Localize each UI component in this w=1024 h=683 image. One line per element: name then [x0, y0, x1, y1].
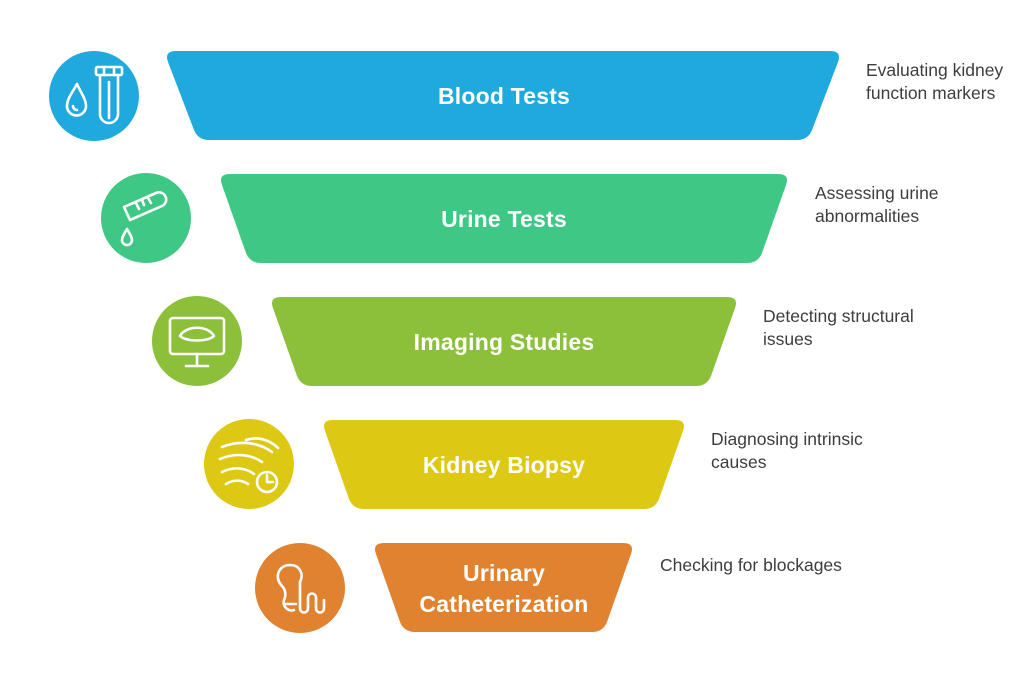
- stage-description-blood-tests: Evaluating kidney function markers: [866, 60, 1004, 103]
- stage-blood-tests: Blood Tests: [49, 51, 839, 141]
- ultrasound-monitor-icon: [152, 296, 242, 386]
- funnel-band-imaging-studies: [272, 297, 736, 386]
- funnel-band-urinary-catheterization: [375, 543, 632, 632]
- stage-label-urinary-catheterization-line-2: Catheterization: [419, 591, 588, 617]
- stage-label-kidney-biopsy: Kidney Biopsy: [423, 452, 585, 478]
- stage-description-urinary-catheterization: Checking for blockages: [660, 555, 842, 575]
- stage-kidney-biopsy: Kidney Biopsy: [204, 419, 684, 509]
- funnel-band-blood-tests: [167, 51, 839, 140]
- stage-label-blood-tests: Blood Tests: [438, 83, 570, 109]
- stage-description-urine-tests: Assessing urine abnormalities: [815, 183, 939, 226]
- stage-label-urinary-catheterization: Urinary: [463, 560, 545, 586]
- tissue-sample-icon: [204, 419, 294, 509]
- catheter-icon: [255, 543, 345, 633]
- stage-label-urine-tests: Urine Tests: [441, 206, 567, 232]
- funnel-band-kidney-biopsy: [324, 420, 684, 509]
- stage-description-kidney-biopsy: Diagnosing intrinsic causes: [711, 429, 863, 472]
- stage-imaging-studies: Imaging Studies: [152, 296, 736, 386]
- stage-urine-tests: Urine Tests: [101, 173, 787, 263]
- stage-urinary-catheterization: Urinary Catheterization: [255, 543, 632, 633]
- funnel-band-urine-tests: [221, 174, 787, 263]
- blood-test-tube-icon: [49, 51, 139, 141]
- stage-label-imaging-studies: Imaging Studies: [414, 329, 595, 355]
- urine-test-tube-icon: [101, 173, 191, 263]
- stage-description-imaging-studies: Detecting structural issues: [763, 306, 914, 349]
